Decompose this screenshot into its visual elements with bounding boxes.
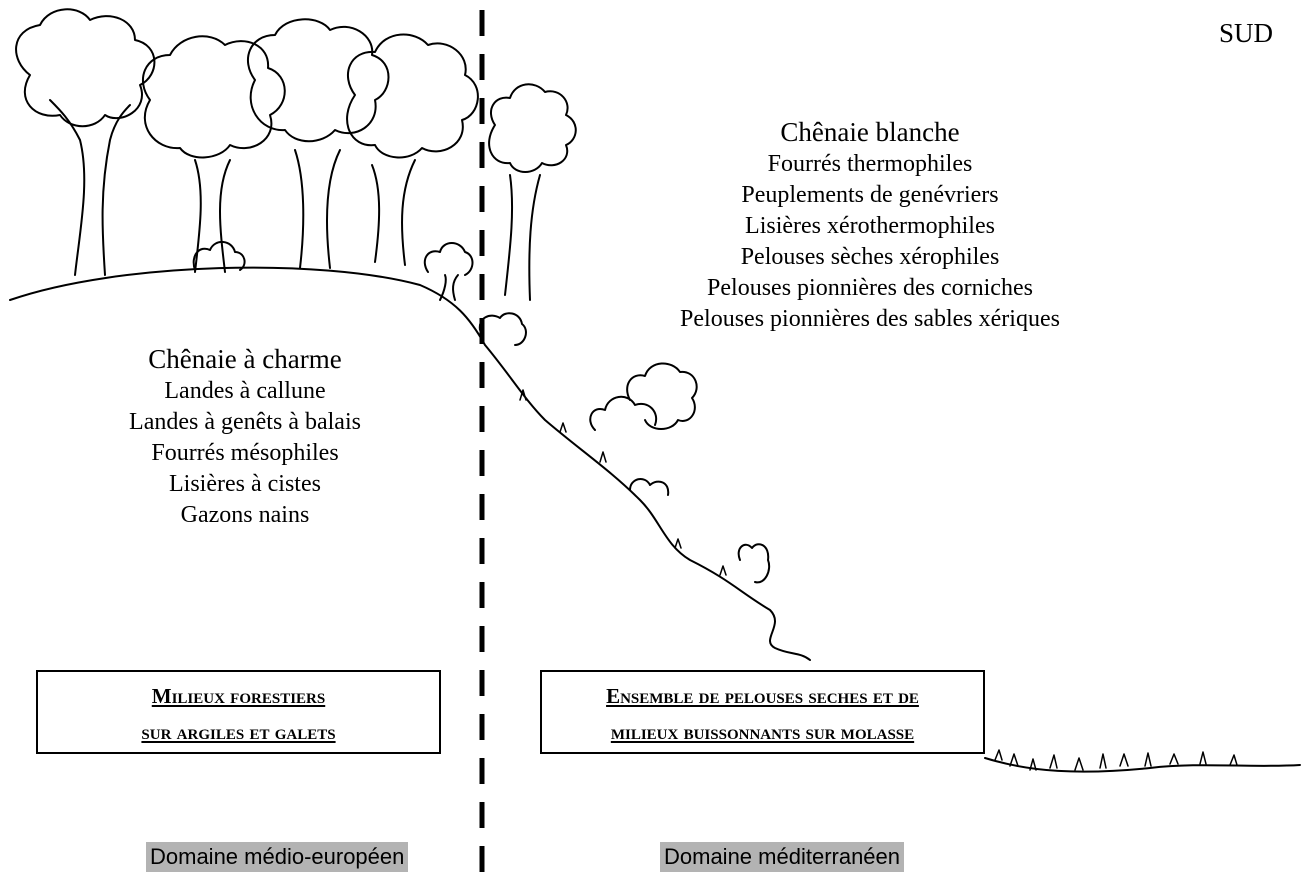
right-habitat-item: Peuplements de genévriers: [590, 180, 1150, 211]
forest-trees: [16, 9, 478, 275]
right-zone-title-box: Ensemble de pelouses seches et de milieu…: [540, 670, 985, 754]
right-habitat-item: Lisières xérothermophiles: [590, 211, 1150, 242]
right-zone-title-line: Ensemble de pelouses seches et de: [542, 678, 983, 714]
right-habitat-heading: Chênaie blanche: [590, 115, 1150, 149]
left-habitat-item: Landes à callune: [40, 376, 450, 407]
right-habitat-item: Pelouses sèches xérophiles: [590, 242, 1150, 273]
left-habitat-item: Landes à genêts à balais: [40, 407, 450, 438]
right-habitat-item: Pelouses pionnières des sables xériques: [590, 304, 1150, 335]
right-habitat-item: Fourrés thermophiles: [590, 149, 1150, 180]
orientation-label: SUD: [1219, 18, 1273, 49]
right-domain-label: Domaine méditerranéen: [660, 842, 904, 872]
right-habitat-list: Chênaie blanche Fourrés thermophiles Peu…: [590, 115, 1150, 335]
left-domain-label: Domaine médio-européen: [146, 842, 408, 872]
left-habitat-list: Chênaie à charme Landes à callune Landes…: [40, 342, 450, 531]
left-zone-title-line: Milieux forestiers: [38, 678, 439, 714]
right-habitat-item: Pelouses pionnières des corniches: [590, 273, 1150, 304]
left-habitat-item: Gazons nains: [40, 500, 450, 531]
left-habitat-heading: Chênaie à charme: [40, 342, 450, 376]
left-habitat-item: Fourrés mésophiles: [40, 438, 450, 469]
left-habitat-item: Lisières à cistes: [40, 469, 450, 500]
left-zone-title-box: Milieux forestiers sur argiles et galets: [36, 670, 441, 754]
left-zone-title-line: sur argiles et galets: [38, 714, 439, 750]
right-zone-title-line: milieux buissonnants sur molasse: [542, 714, 983, 750]
